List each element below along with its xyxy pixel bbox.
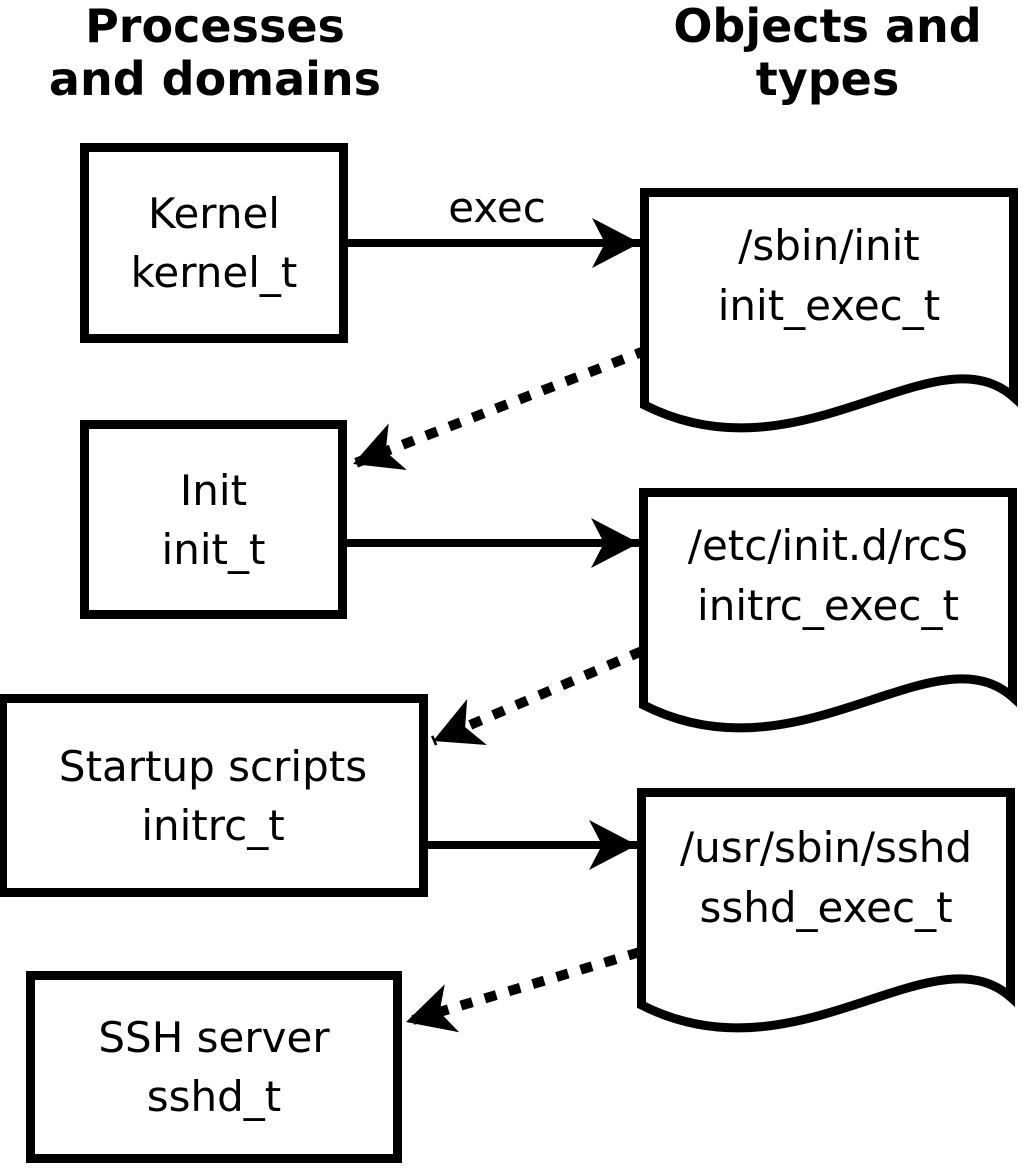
exec-arrow-label: exec xyxy=(448,183,546,232)
object-type: init_exec_t xyxy=(717,281,941,330)
document-shape-sbin-init xyxy=(640,188,1018,433)
process-name: Init xyxy=(179,465,248,515)
process-name: Kernel xyxy=(148,189,280,238)
process-domain: init_t xyxy=(161,524,266,574)
document-shape-etc-initd-rcs xyxy=(639,488,1017,733)
heading-line: Objects and xyxy=(673,0,982,53)
process-domain: sshd_t xyxy=(146,1072,282,1121)
document-shape-usr-sbin-sshd xyxy=(637,788,1015,1033)
process-box-kernel: Kernel kernel_t xyxy=(80,143,348,343)
process-box-ssh-server: SSH server sshd_t xyxy=(26,971,402,1163)
process-name: Startup scripts xyxy=(58,741,368,791)
dotted-arrow-usr-sbin-sshd-to-ssh-server xyxy=(404,947,642,1033)
heading-line: Processes xyxy=(85,0,345,53)
object-type: initrc_exec_t xyxy=(697,581,959,630)
document-label-etc-initd-rcs: /etc/init.d/rcS initrc_exec_t xyxy=(639,516,1017,636)
process-domain: kernel_t xyxy=(130,248,298,297)
document-outline xyxy=(639,488,1017,733)
dotted-arrow-etc-initd-rcs-to-startup xyxy=(431,646,644,746)
column-heading-processes: Processes and domains xyxy=(10,0,420,106)
document-label-usr-sbin-sshd: /usr/sbin/sshd sshd_exec_t xyxy=(637,818,1015,938)
process-box-startup-scripts: Startup scripts initrc_t xyxy=(0,694,428,897)
document-label-sbin-init: /sbin/init init_exec_t xyxy=(640,216,1018,336)
object-path: /etc/init.d/rcS xyxy=(687,521,969,570)
heading-line: types xyxy=(755,52,900,106)
object-path: /sbin/init xyxy=(738,221,920,270)
heading-line: and domains xyxy=(48,52,382,106)
column-heading-objects: Objects and types xyxy=(630,0,1024,106)
object-type: sshd_exec_t xyxy=(699,883,953,932)
object-path: /usr/sbin/sshd xyxy=(679,823,973,872)
dotted-arrow-sbin-init-to-init xyxy=(351,345,649,470)
document-outline xyxy=(640,188,1018,433)
process-domain: initrc_t xyxy=(141,800,285,850)
document-outline xyxy=(637,788,1015,1033)
process-box-init: Init init_t xyxy=(80,420,347,619)
process-name: SSH server xyxy=(98,1013,330,1062)
